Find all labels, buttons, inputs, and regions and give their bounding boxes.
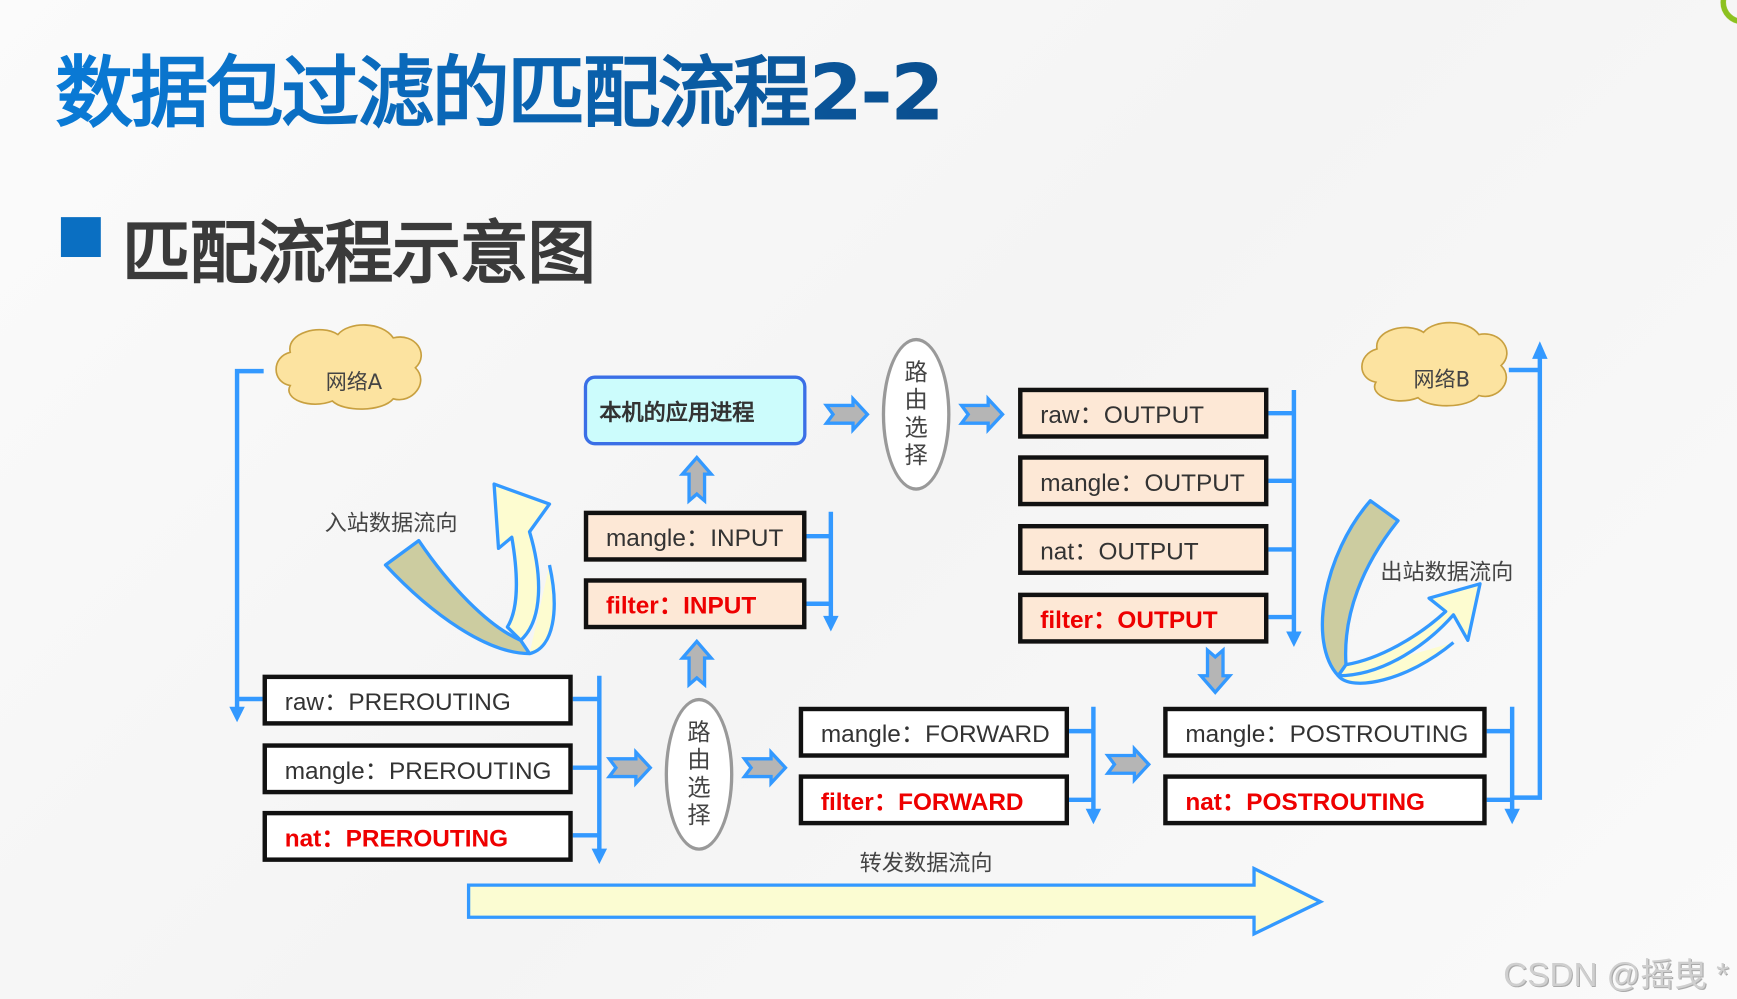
cloud-network-b-icon xyxy=(1361,321,1508,407)
chain-box-mangle-prerouting: mangle：PREROUTING xyxy=(262,743,573,795)
chain-label: nat：POSTROUTING xyxy=(1185,787,1426,816)
outbound-flow-label: 出站数据流向 xyxy=(1380,558,1514,585)
routing-char: 路 xyxy=(904,358,928,386)
block-arrow-right-icon xyxy=(1104,744,1152,785)
chain-box-filter-output: filter：OUTPUT xyxy=(1018,592,1269,644)
chain-box-mangle-output: mangle：OUTPUT xyxy=(1018,455,1269,507)
network-a-label: 网络A xyxy=(325,370,383,395)
chain-box-raw-output: raw：OUTPUT xyxy=(1018,387,1269,439)
arrow-down-icon xyxy=(229,706,245,723)
outbound-flow-curved-arrow-icon xyxy=(1320,499,1482,685)
chain-box-nat-output: nat：OUTPUT xyxy=(1018,523,1269,575)
chain-label: raw：PREROUTING xyxy=(284,687,511,716)
chain-label: mangle：PREROUTING xyxy=(284,756,552,785)
chain-label: mangle：FORWARD xyxy=(820,720,1050,748)
chain-box-mangle-forward: mangle：FORWARD xyxy=(798,706,1070,758)
routing-char: 路 xyxy=(687,718,711,746)
arrow-up-icon xyxy=(1532,341,1548,359)
chain-label: mangle：POSTROUTING xyxy=(1185,720,1469,748)
inbound-flow-label: 入站数据流向 xyxy=(324,509,458,537)
routing-decision-bottom: 路 由 选 择 xyxy=(664,697,734,851)
chain-box-mangle-postrouting: mangle：POSTROUTING xyxy=(1163,706,1487,758)
cloud-network-a-icon xyxy=(275,324,422,410)
chain-box-nat-prerouting: nat：PREROUTING xyxy=(262,810,573,862)
forward-flow-long-arrow-icon xyxy=(466,865,1325,937)
watermark: CSDN @摇曳 * xyxy=(1503,957,1730,994)
block-arrow-right-icon xyxy=(605,747,653,788)
local-process-label: 本机的应用进程 xyxy=(599,398,755,426)
local-application-process: 本机的应用进程 xyxy=(583,375,807,446)
slide-title: 数据包过滤的匹配流程2-2 xyxy=(55,31,944,143)
chain-label: filter：OUTPUT xyxy=(1040,605,1218,634)
block-arrow-down-icon xyxy=(1197,646,1234,695)
routing-char: 由 xyxy=(904,386,928,414)
routing-char: 选 xyxy=(687,774,711,801)
routing-char: 择 xyxy=(687,802,711,829)
chain-label: mangle：INPUT xyxy=(605,523,784,552)
chain-box-raw-prerouting: raw：PREROUTING xyxy=(262,674,573,726)
slide-subtitle: 匹配流程示意图 xyxy=(121,212,596,294)
chain-label: filter：INPUT xyxy=(605,591,757,620)
chain-box-nat-postrouting: nat：POSTROUTING xyxy=(1163,774,1487,826)
chain-label: nat：OUTPUT xyxy=(1040,537,1199,565)
routing-char: 由 xyxy=(687,746,711,774)
routing-char: 择 xyxy=(904,442,928,469)
block-arrow-right-icon xyxy=(823,394,870,435)
chain-box-filter-input: filter：INPUT xyxy=(583,578,807,630)
block-arrow-up-icon xyxy=(678,454,715,505)
chain-label: mangle：OUTPUT xyxy=(1040,468,1245,497)
chain-label: nat：PREROUTING xyxy=(284,824,509,852)
bullet-square-icon xyxy=(60,217,101,258)
block-arrow-right-icon xyxy=(741,747,788,788)
chain-box-filter-forward: filter：FORWARD xyxy=(798,774,1070,826)
block-arrow-right-icon xyxy=(958,394,1005,435)
routing-char: 选 xyxy=(904,414,928,441)
routing-decision-top: 路 由 选 择 xyxy=(881,337,951,491)
forward-flow-label: 转发数据流向 xyxy=(859,849,993,877)
block-arrow-up-icon xyxy=(678,638,715,689)
chain-label: raw：OUTPUT xyxy=(1040,401,1205,429)
network-b-label: 网络B xyxy=(1413,367,1471,393)
chain-box-mangle-input: mangle：INPUT xyxy=(583,510,807,562)
inbound-flow-curved-arrow-icon xyxy=(383,482,556,656)
chain-label: filter：FORWARD xyxy=(820,787,1024,816)
